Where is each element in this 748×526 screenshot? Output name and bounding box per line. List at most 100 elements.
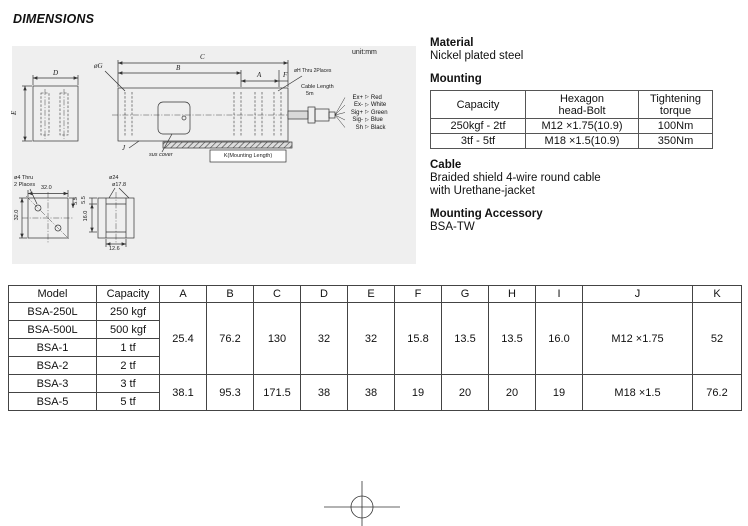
wire-signal: Sig+	[350, 109, 363, 116]
wire-signal: Sh	[355, 124, 363, 131]
wire-row-shield: Sh ▷ Black	[348, 124, 386, 131]
accessory-value: BSA-TW	[430, 221, 475, 233]
dim-label-f: F	[283, 71, 288, 79]
accessory-heading: Mounting Accessory	[430, 208, 543, 220]
dim-label-h-thru: øH Thru 2Places	[294, 68, 332, 74]
dimensions-table: Model Capacity A B C D E F G H I J K BSA…	[8, 285, 742, 411]
sus-cover-label: sus cover	[149, 152, 173, 158]
cell-bolt: M12 ×1.75(10.9)	[525, 118, 639, 134]
cell-capacity: 3tf - 5tf	[430, 133, 526, 149]
cell-torque: 100Nm	[638, 118, 713, 134]
wire-arrow-icon: ▷	[365, 101, 369, 108]
wire-color: Red	[370, 94, 382, 101]
table-row: BSA-3 3 tf 38.1 95.3 171.5 38 38 19 20 2…	[8, 374, 742, 411]
cable-heading: Cable	[430, 159, 462, 171]
cable-line1: Braided shield 4-wire round cable	[430, 172, 601, 184]
col-header-b: B	[206, 285, 254, 303]
wire-arrow-icon: ▷	[365, 109, 369, 115]
cell-value-a: 38.1	[159, 374, 207, 411]
cable-line2: with Urethane-jacket	[430, 185, 535, 197]
col-header-k: K	[692, 285, 742, 303]
wire-signal: Ex+	[352, 94, 363, 101]
cell-capacity: 500 kgf	[96, 320, 160, 339]
cell-model: BSA-5	[8, 392, 97, 411]
cable-length-value: 5m	[306, 91, 314, 97]
wire-signal: Sig-	[352, 117, 363, 123]
cell-model: BSA-500L	[8, 320, 97, 339]
cell-value-f: 19	[394, 374, 442, 411]
table-row: BSA-500L 500 kgf	[8, 320, 742, 339]
wire-color: Green	[370, 109, 388, 116]
cell-capacity: 250 kgf	[96, 302, 160, 321]
flange-width-dim: 32.0	[41, 185, 52, 191]
cell-value-g: 20	[441, 374, 489, 411]
dim-label-c: C	[200, 53, 205, 61]
cell-model: BSA-250L	[8, 302, 97, 321]
cell-value-j: M18 ×1.5	[582, 374, 693, 411]
boss-inner-dia: ø17.8	[112, 182, 127, 188]
dim-label-d: D	[53, 69, 59, 77]
dim-label-j: J	[122, 144, 126, 152]
cell-model: BSA-2	[8, 356, 97, 375]
spec-column: Material Nickel plated steel Mounting Ca…	[430, 36, 722, 234]
wire-row-ex-plus: Ex+ ▷ Red	[348, 94, 382, 101]
mounting-length-label: K(Mounting Length)	[223, 153, 273, 159]
cell-value-k: 76.2	[692, 374, 742, 411]
registration-mark	[324, 481, 400, 526]
col-header-h: H	[488, 285, 536, 303]
dim-label-a: A	[257, 71, 262, 79]
cell-capacity: 2 tf	[96, 356, 160, 375]
wire-row-ex-minus: Ex- ▷ White	[348, 102, 386, 109]
mounting-header-row: Capacity Hexagon head-Bolt Tightening to…	[430, 90, 713, 119]
cell-value-e: 32	[347, 302, 395, 375]
cell-model: BSA-1	[8, 338, 97, 357]
cell-value-a: 25.4	[159, 302, 207, 375]
cell-value-i: 16.0	[535, 302, 583, 375]
col-header-e: E	[347, 285, 395, 303]
col-header-d: D	[300, 285, 348, 303]
cell-value-j: M12 ×1.75	[582, 302, 693, 375]
page-title: DIMENSIONS	[13, 12, 95, 26]
cell-bolt: M18 ×1.5(10.9)	[525, 133, 639, 149]
cell-capacity: 250kgf - 2tf	[430, 118, 526, 134]
mounting-row: 3tf - 5tf M18 ×1.5(10.9) 350Nm	[430, 133, 713, 149]
cell-value-i: 19	[535, 374, 583, 411]
cell-torque: 350Nm	[638, 133, 713, 149]
wire-color: White	[370, 102, 387, 108]
dim-table-header-row: Model Capacity A B C D E F G H I J K	[8, 285, 742, 303]
cell-capacity: 5 tf	[96, 392, 160, 411]
cell-value-k: 52	[692, 302, 742, 375]
table-row: BSA-2 2 tf	[8, 356, 742, 375]
cell-value-d: 32	[300, 302, 348, 375]
cell-value-e: 38	[347, 374, 395, 411]
mounting-table: Capacity Hexagon head-Bolt Tightening to…	[430, 90, 713, 149]
cell-value-c: 171.5	[253, 374, 301, 411]
boss-width-dim: 12.6	[109, 246, 120, 252]
material-value: Nickel plated steel	[430, 50, 524, 62]
cell-value-g: 13.5	[441, 302, 489, 375]
col-header-c: C	[253, 285, 301, 303]
wire-arrow-icon: ▷	[365, 94, 369, 100]
wire-color: Black	[370, 124, 386, 131]
boss-height-dim: 16.0	[82, 210, 89, 222]
unit-label: unit:mm	[352, 49, 377, 56]
load-cell-lineart	[19, 60, 346, 247]
dimension-drawing: unit:mm D E øG C B A F øH Thru 2Places C…	[10, 46, 416, 264]
mounting-heading: Mounting	[430, 73, 482, 85]
col-header-j: J	[582, 285, 693, 303]
cell-value-f: 15.8	[394, 302, 442, 375]
table-row: BSA-250L 250 kgf 25.4 76.2 130 32 32 15.…	[8, 302, 742, 375]
col-header-g: G	[441, 285, 489, 303]
mounting-header-capacity: Capacity	[430, 90, 526, 119]
flange-height-dim: 32.0	[13, 209, 20, 221]
cell-value-b: 76.2	[206, 302, 254, 375]
cell-value-b: 95.3	[206, 374, 254, 411]
table-row: BSA-1 1 tf	[8, 338, 742, 357]
col-header-f: F	[394, 285, 442, 303]
mounting-header-bolt: Hexagon head-Bolt	[525, 90, 639, 119]
table-row: BSA-5 5 tf	[8, 392, 742, 411]
col-header-i: I	[535, 285, 583, 303]
cell-value-h: 13.5	[488, 302, 536, 375]
wire-arrow-icon: ▷	[365, 124, 369, 130]
